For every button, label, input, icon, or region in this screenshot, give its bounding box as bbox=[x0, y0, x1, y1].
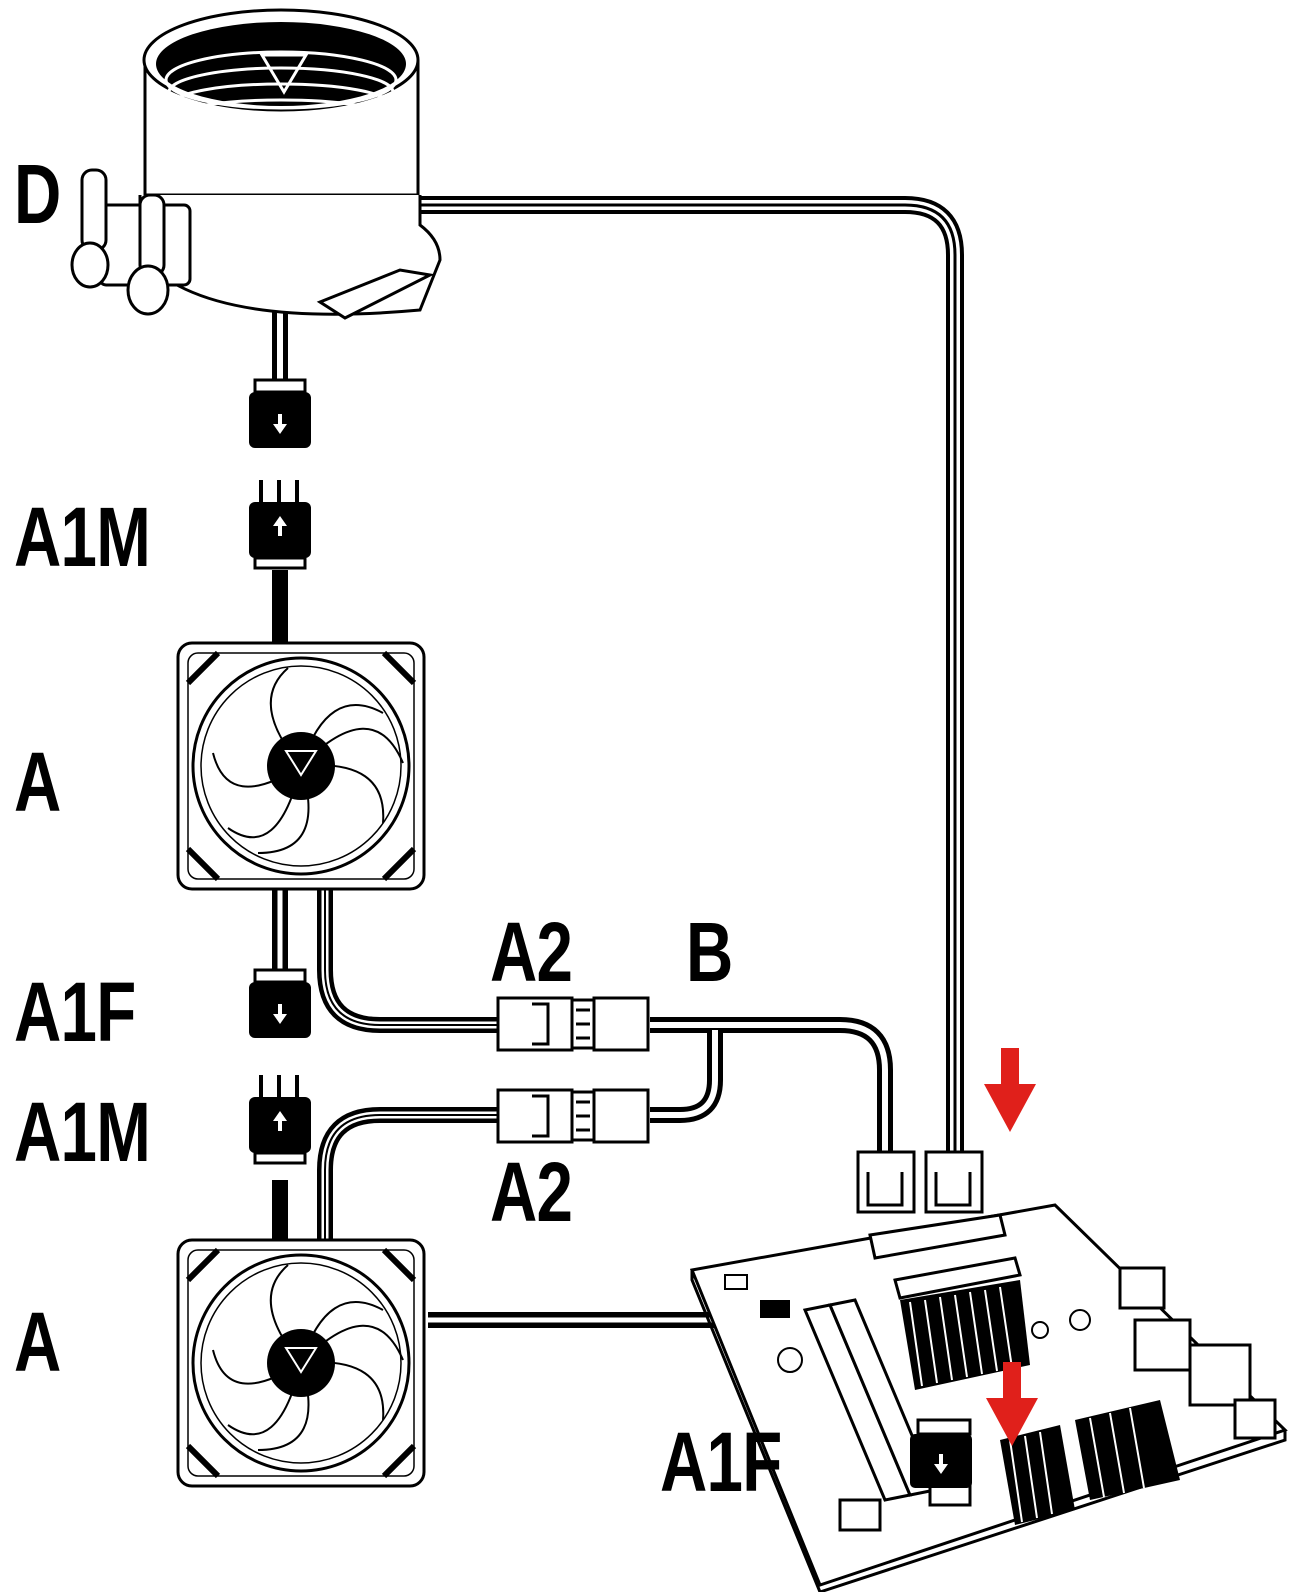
a1m-top-connector bbox=[247, 478, 313, 570]
label-a2-bottom: A2 bbox=[490, 1145, 573, 1239]
label-a1f-board: A1F bbox=[660, 1415, 782, 1509]
label-a1m-top: A1M bbox=[14, 490, 151, 584]
a1m-mid-connector bbox=[247, 1073, 313, 1165]
label-a1m-mid: A1M bbox=[14, 1085, 151, 1179]
label-a-bottom: A bbox=[14, 1295, 61, 1389]
pump-block bbox=[70, 8, 442, 320]
label-a-top: A bbox=[14, 735, 61, 829]
a1f-board-connector bbox=[910, 1418, 972, 1488]
fan-bottom bbox=[178, 1240, 424, 1486]
label-a1f-mid: A1F bbox=[14, 965, 136, 1059]
a2-bottom-plug bbox=[496, 1088, 650, 1144]
label-d: D bbox=[14, 147, 61, 241]
a2-top-plug bbox=[496, 996, 650, 1052]
label-a2-top: A2 bbox=[490, 905, 573, 999]
fan-header-plugs bbox=[856, 1150, 984, 1214]
fan-top bbox=[178, 643, 424, 889]
a1f-mid-connector bbox=[247, 968, 313, 1040]
arrow-down-icon bbox=[984, 1048, 1036, 1132]
label-b: B bbox=[686, 905, 733, 999]
pump-female-connector bbox=[247, 378, 313, 450]
motherboard bbox=[689, 1203, 1288, 1592]
